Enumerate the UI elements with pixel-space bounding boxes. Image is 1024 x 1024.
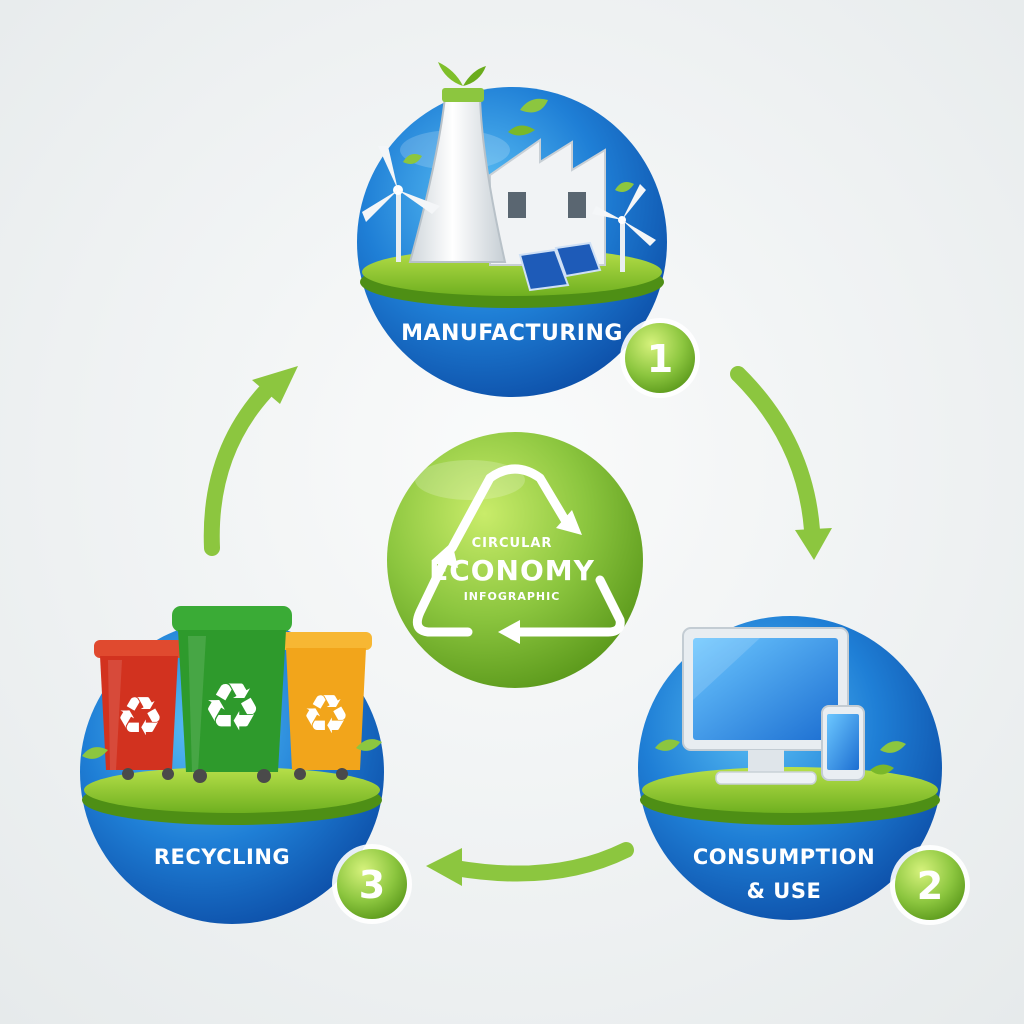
recycle-icon — [412, 464, 625, 644]
wind-turbine-icon — [362, 146, 440, 262]
leaf-icon — [403, 154, 422, 164]
stage-consumption: CONSUMPTION & USE 2 — [638, 616, 970, 925]
arrow-icon — [203, 384, 273, 556]
leaf-icon — [520, 98, 548, 113]
stage-label: RECYCLING — [154, 845, 290, 869]
monitor-icon — [682, 627, 849, 785]
arrow-icon — [447, 842, 634, 882]
leaf-icon — [655, 739, 680, 751]
recycling-bin-icon: ♻ — [94, 640, 184, 780]
stage-label: CONSUMPTION — [693, 845, 875, 869]
leaf-icon — [82, 747, 108, 759]
cycle-arrows — [203, 366, 832, 886]
svg-text:3: 3 — [359, 863, 385, 907]
leaf-icon — [870, 764, 894, 775]
arrow-icon — [252, 366, 298, 404]
arrow-icon — [426, 848, 462, 886]
factory-icon — [408, 62, 606, 266]
stage-number-badge: 1 — [620, 318, 700, 398]
stage-recycling: ♻ ♻ ♻ RECYCLING 3 — [80, 606, 412, 924]
leaf-icon — [880, 741, 906, 753]
center-title-top: CIRCULAR — [472, 536, 553, 551]
phone-icon — [821, 705, 865, 781]
stage-number-badge: 3 — [332, 844, 412, 924]
solar-panel-icon — [518, 241, 602, 292]
svg-text:2: 2 — [917, 864, 943, 908]
svg-text:♻: ♻ — [302, 683, 350, 746]
leaf-icon — [508, 125, 535, 136]
stage-number-badge: 2 — [890, 845, 970, 925]
wind-turbine-icon — [592, 184, 656, 272]
stage-label: MANUFACTURING — [401, 321, 623, 346]
svg-text:♻: ♻ — [116, 685, 164, 748]
stage-manufacturing: MANUFACTURING 1 — [357, 62, 700, 398]
center-title-main: ECONOMY — [429, 554, 595, 587]
leaf-icon — [615, 182, 634, 192]
stage-label: & USE — [747, 879, 822, 903]
center-title-bottom: INFOGRAPHIC — [464, 590, 561, 603]
arrow-icon — [795, 528, 832, 560]
recycling-bin-icon: ♻ — [280, 632, 372, 780]
leaf-icon — [356, 739, 382, 751]
center-badge: CIRCULAR ECONOMY INFOGRAPHIC — [387, 432, 643, 688]
svg-text:♻: ♻ — [202, 669, 261, 746]
svg-text:1: 1 — [647, 337, 673, 381]
grass-island-top — [84, 767, 380, 813]
arrow-icon — [730, 366, 820, 538]
recycling-bin-icon: ♻ — [172, 606, 292, 783]
